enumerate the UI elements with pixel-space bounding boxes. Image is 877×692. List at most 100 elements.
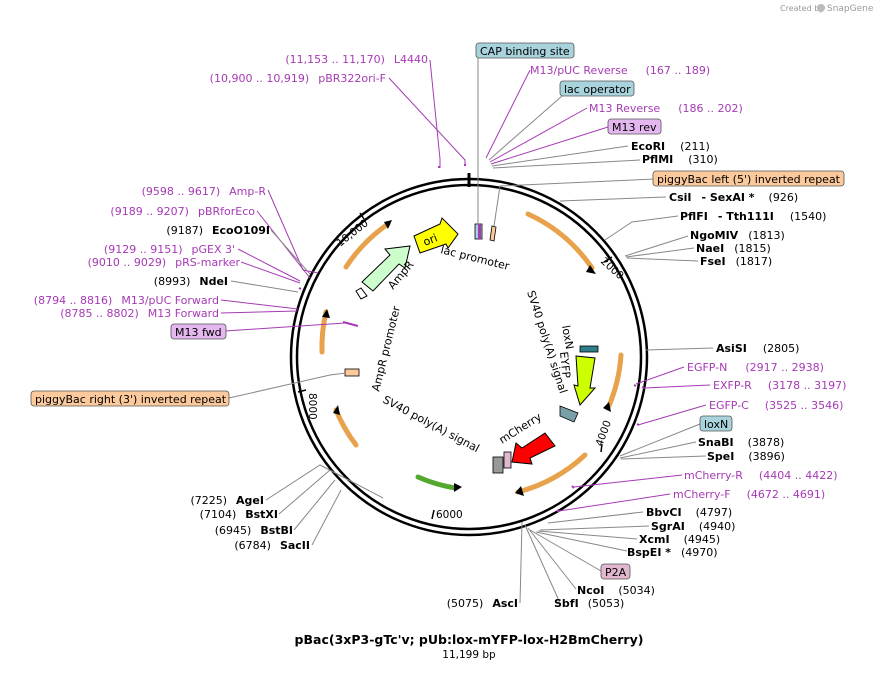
cap-badge [475, 42, 575, 59]
feature-ori: ori [421, 231, 439, 248]
cds-arc-left [319, 309, 329, 355]
leader-piggy-left [493, 178, 655, 227]
label-pflfi: PflFI- Tth111I(1540) [680, 210, 826, 223]
leader-ndei [230, 280, 299, 293]
leader-m13puc-rev [485, 69, 531, 159]
tick-label-4000: 4000 [594, 419, 614, 448]
leader-csii [559, 196, 667, 202]
leader-sgrai [539, 525, 650, 531]
tick-mark-10000 [359, 212, 365, 220]
label-pgex: (9129 .. 9151)pGEX 3' [104, 243, 235, 256]
label-ecori: EcoRI(211) [631, 140, 710, 153]
leader-naei [625, 247, 695, 258]
label-xcmi: XcmI(4945) [639, 533, 720, 546]
leader-l4440 [429, 59, 441, 168]
leader-ampr [267, 189, 319, 274]
label-bstxi: (7104)BstXI [200, 508, 278, 521]
primer-mark-mcherryf [556, 509, 560, 513]
leader-bstbi [293, 479, 336, 531]
leader-spei [620, 455, 707, 460]
arrowhead-7 [384, 220, 392, 229]
leader-prs [240, 261, 301, 284]
label-sbfi: SbfI(5053) [554, 597, 624, 610]
p2a-badge [600, 563, 631, 580]
leader-exfpr [643, 384, 711, 389]
loxn-box-1 [579, 345, 599, 353]
leader-m13-fwd [220, 310, 298, 314]
plasmid-length: 11,199 bp [442, 649, 496, 661]
label-asisi: AsiSI(2805) [716, 342, 799, 355]
credit-brand: SnapGene [827, 4, 874, 14]
tick-mark-2000 [603, 256, 613, 263]
leader-xcmi [537, 530, 638, 540]
label-agei: (7225)AgeI [190, 494, 264, 507]
label-pflmi: PflMI(310) [642, 153, 718, 166]
leader-pflmi [492, 159, 641, 169]
label-ndei: (8993)NdeI [154, 275, 228, 288]
label-pbrforeco: (9189 .. 9207)pBRforEco [110, 205, 255, 218]
leader-loxn [619, 423, 701, 457]
leader-snabi [619, 441, 697, 459]
m13-rev-marker [478, 224, 481, 239]
eyfp-arrow [573, 355, 597, 407]
arrowhead-4 [454, 483, 462, 492]
leader-pgex [237, 248, 301, 282]
label-sacii: (6784)SacII [234, 539, 310, 552]
lac-operator-badge [559, 80, 635, 97]
leader-bstxi [278, 469, 331, 515]
cds-arc-bottom-left [333, 407, 359, 448]
feature-ampr-promoter: AmpR promoter [369, 304, 403, 392]
label-mcherry-f: mCherry-F(4672 .. 4691) [673, 488, 825, 501]
tick-mark-8000 [297, 389, 307, 393]
label-mcherry-r: mCherry-R(4404 .. 4422) [684, 469, 837, 482]
primer-mark-mcherryr [571, 485, 575, 489]
piggybac-left-badge [652, 170, 845, 187]
piggybac-right-badge [30, 390, 230, 407]
leader-ecori [491, 145, 629, 167]
tick-mark-6000 [431, 509, 435, 520]
leader-piggy-right [228, 372, 347, 399]
label-exfp-r: EXFP-R(3178 .. 3197) [713, 379, 846, 392]
leader-asisi [645, 347, 714, 351]
leader-ecoo109i [270, 229, 311, 275]
label-bbvci: BbvCI(4797) [646, 506, 732, 519]
label-m13puc-reverse: M13/pUC Reverse(167 .. 189) [530, 64, 710, 77]
plasmid-title: pBac(3xP3-gTc'v; pUb:lox-mYFP-lox-H2BmCh… [295, 632, 644, 647]
leader-agei [265, 464, 384, 501]
piggyBac-right-arc [343, 221, 391, 270]
label-naei: NaeI(1815) [696, 242, 771, 255]
tick-label-8000: 8000 [306, 393, 318, 420]
leader-ncoi [527, 527, 577, 590]
tick-mark-4000 [600, 443, 603, 453]
label-pbr322: (10,900 .. 10,919)pBR322ori-F [210, 72, 386, 85]
cds-arc-right [605, 352, 624, 411]
feature-sv40-b: SV40 poly(A) signal [381, 393, 482, 455]
label-bstbi: (6945)BstBI [215, 524, 293, 537]
label-ngomiv: NgoMIV(1813) [690, 229, 785, 242]
piggybac-left-badge-text: piggyBac left (5') inverted repeat [657, 173, 841, 186]
label-bspei: BspEI *(4970) [627, 546, 718, 559]
m13-fwd-badge-text: M13 fwd [175, 326, 222, 339]
primer-mark-exfpr [641, 386, 645, 389]
piggyBac-left-box [489, 225, 497, 242]
label-m13-reverse: M13 Reverse(186 .. 202) [589, 102, 743, 115]
primer-mark-egfpn [633, 384, 637, 387]
piggyBac-left-arc [525, 211, 595, 271]
label-amp-r: (9598 .. 9617)Amp-R [142, 185, 267, 198]
green-arc [415, 474, 458, 491]
label-csii: CsiI- SexAI *(926) [669, 191, 798, 204]
leader-asci [519, 521, 523, 604]
arrowhead-1 [586, 265, 596, 274]
leader-m13fwd-box [224, 322, 346, 332]
leader-egfpn [635, 366, 685, 385]
cds-arc-bottom-right [515, 452, 588, 495]
leader-pbr322 [388, 77, 466, 166]
leader-p2a [529, 529, 602, 572]
leader-bbvci [547, 511, 644, 524]
piggyBac-right-box [344, 368, 360, 377]
arrowhead-3 [515, 486, 524, 496]
label-fsei: FseI(1817) [700, 255, 772, 268]
leader-m13-rev [489, 107, 588, 163]
label-ecoo109i: (9187)EcoO109I [166, 224, 270, 237]
